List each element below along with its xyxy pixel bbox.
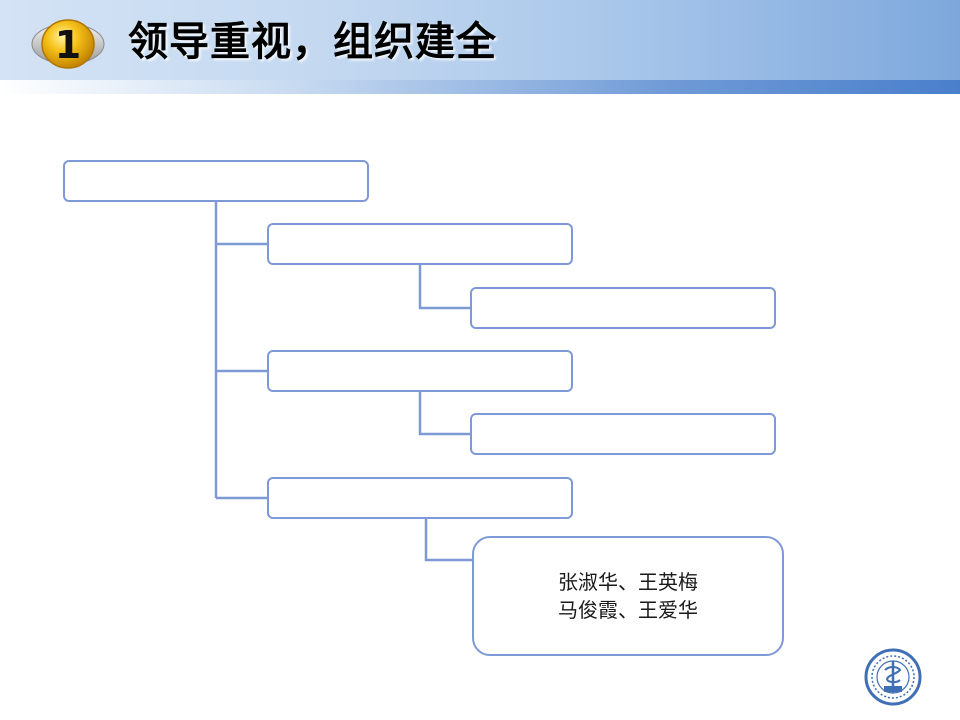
branch-2-connector [418, 392, 471, 436]
hospital-emblem-icon [864, 648, 922, 706]
member-names-line-1: 张淑华、王英梅 [558, 570, 698, 594]
badge-number: 1 [55, 23, 81, 67]
branch-3-connector [424, 519, 473, 562]
header-stripe [0, 80, 960, 94]
slide-title: 领导重视，组织建全 [128, 19, 497, 65]
branch-1-connector [418, 265, 471, 310]
number-badge-icon: 1 [31, 19, 105, 69]
root-connector [214, 202, 268, 500]
org-root-box [63, 160, 369, 202]
org-branch-2-child-box [470, 413, 776, 455]
member-names: 张淑华、王英梅 马俊霞、王爱华 [558, 568, 698, 624]
org-branch-2-box [267, 350, 573, 392]
org-branch-1-box [267, 223, 573, 265]
org-branch-1-child-box [470, 287, 776, 329]
member-names-line-2: 马俊霞、王爱华 [558, 598, 698, 622]
org-branch-3-box [267, 477, 573, 519]
org-branch-3-child-box: 张淑华、王英梅 马俊霞、王爱华 [472, 536, 784, 656]
header-band [0, 0, 960, 80]
